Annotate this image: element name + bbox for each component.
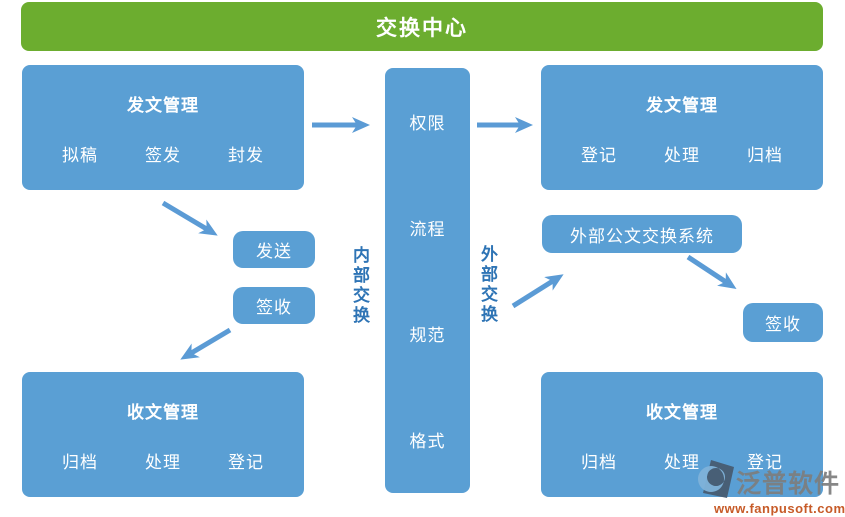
arrow-system-to-sign	[686, 254, 737, 289]
incoming-mgmt-right-box: 收文管理 归档 处理 登记	[541, 372, 823, 497]
external-exchange-label: 外部交换	[478, 245, 497, 325]
arrow-sign-to-incoming	[180, 327, 232, 360]
box-items: 归档 处理 登记	[541, 448, 823, 473]
box-item: 规范	[409, 326, 446, 346]
banner-title: 交换中心	[376, 16, 468, 40]
arrow-external-up	[511, 274, 564, 309]
box-item: 封发	[228, 146, 264, 165]
outgoing-mgmt-left-box: 发文管理 拟稿 签发 封发	[22, 65, 304, 190]
send-box: 发送	[233, 231, 315, 268]
box-item: 权限	[409, 113, 446, 133]
external-system-label: 外部公文交换系统	[570, 226, 714, 246]
box-item: 格式	[409, 432, 446, 452]
watermark-url-text: www.fanpusoft.com	[714, 501, 845, 516]
fanpu-logo-icon	[698, 460, 734, 503]
arrow-outgoing-to-send	[161, 200, 218, 236]
box-item: 归档	[747, 146, 783, 165]
box-items: 拟稿 签发 封发	[22, 141, 304, 166]
box-item: 处理	[664, 453, 700, 472]
box-title: 发文管理	[646, 96, 718, 115]
box-item: 归档	[581, 453, 617, 472]
box-title: 发文管理	[127, 96, 199, 115]
watermark-brand-text: 泛普软件	[736, 469, 841, 498]
box-items: 登记 处理 归档	[541, 141, 823, 166]
sign-box-label: 签收	[765, 315, 801, 334]
box-item: 处理	[145, 453, 181, 472]
external-exchange-system-box: 外部公文交换系统	[542, 215, 742, 253]
watermark: 泛普软件 www.fanpusoft.com	[698, 460, 845, 516]
internal-exchange-label: 内部交换	[350, 246, 369, 326]
box-item: 登记	[747, 453, 783, 472]
box-item: 归档	[62, 453, 98, 472]
sign-box-label: 签收	[256, 298, 292, 317]
send-box-label: 发送	[256, 242, 292, 261]
exchange-center-banner: 交换中心	[21, 2, 823, 51]
box-item: 登记	[228, 453, 264, 472]
box-item: 登记	[581, 146, 617, 165]
box-item: 签发	[145, 146, 181, 165]
exchange-standards-box: 权限 流程 规范 格式	[385, 68, 470, 493]
incoming-mgmt-left-box: 收文管理 归档 处理 登记	[22, 372, 304, 497]
box-items: 归档 处理 登记	[22, 448, 304, 473]
sign-receive-box-left: 签收	[233, 287, 315, 324]
box-title: 收文管理	[127, 403, 199, 422]
box-item: 拟稿	[62, 146, 98, 165]
box-item: 处理	[664, 146, 700, 165]
sign-receive-box-right: 签收	[743, 303, 823, 342]
outgoing-mgmt-right-box: 发文管理 登记 处理 归档	[541, 65, 823, 190]
box-item: 流程	[409, 219, 446, 239]
box-title: 收文管理	[646, 403, 718, 422]
